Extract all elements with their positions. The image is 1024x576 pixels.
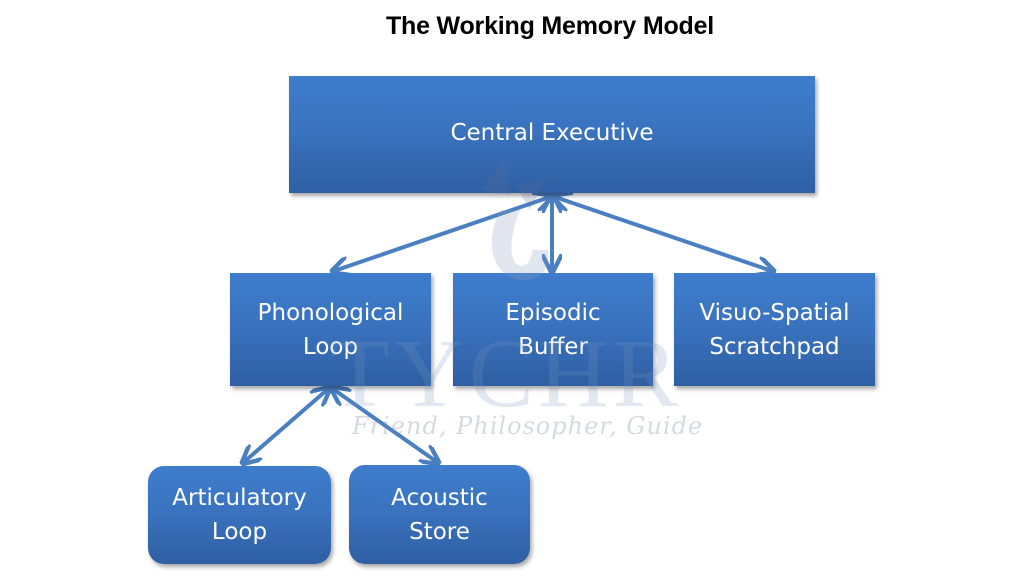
- arrow-central-phonological: [334, 197, 550, 271]
- diagram-title: The Working Memory Model: [385, 12, 715, 40]
- node-central-executive: Central Executive: [289, 76, 815, 193]
- node-episodic-buffer: Episodic Buffer: [453, 273, 653, 386]
- node-phonological-loop: Phonological Loop: [230, 273, 431, 386]
- node-episodic-buffer-label: Episodic Buffer: [505, 299, 601, 360]
- node-articulatory-loop-label: Articulatory Loop: [172, 485, 307, 545]
- node-visuo-spatial-scratchpad-label: Visuo-Spatial Scratchpad: [699, 299, 850, 360]
- arrow-phonological-acoustic: [333, 389, 437, 462]
- arrow-central-visuospatial: [555, 197, 772, 271]
- node-acoustic-store: Acoustic Store: [349, 465, 530, 564]
- node-phonological-loop-label: Phonological Loop: [257, 299, 404, 360]
- node-central-executive-label: Central Executive: [450, 119, 654, 146]
- node-acoustic-store-label: Acoustic Store: [391, 484, 488, 545]
- node-articulatory-loop: Articulatory Loop: [148, 466, 331, 564]
- arrow-phonological-articulatory: [244, 389, 328, 462]
- node-visuo-spatial-scratchpad: Visuo-Spatial Scratchpad: [674, 273, 875, 386]
